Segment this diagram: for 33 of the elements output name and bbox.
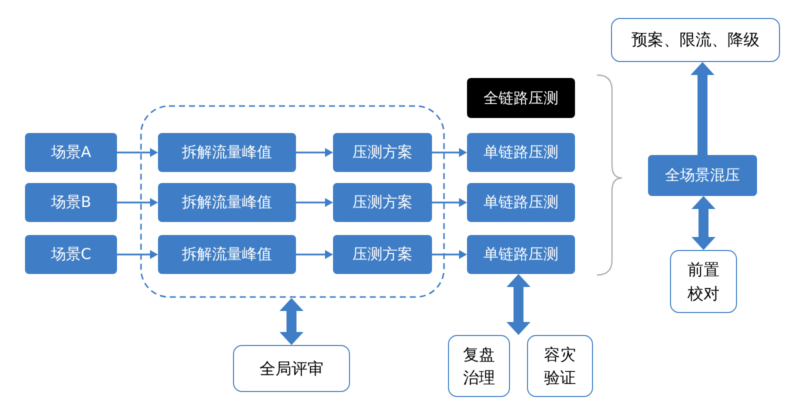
process-box: 压测方案 [333, 133, 432, 172]
arrow [432, 250, 467, 259]
process-box: 拆解流量峰值 [158, 133, 296, 172]
process-box: 单链路压测 [467, 133, 575, 172]
note-box: 前置校对 [670, 250, 737, 313]
arrow [117, 148, 158, 157]
process-box: 单链路压测 [467, 183, 575, 222]
process-box: 压测方案 [333, 183, 432, 222]
block-arrow [692, 196, 716, 250]
note-box: 容灾验证 [527, 335, 593, 397]
arrow [296, 198, 333, 207]
note-box: 全局评审 [233, 345, 350, 392]
process-box: 拆解流量峰值 [158, 183, 296, 222]
dashed-group [140, 105, 445, 298]
process-box: 场景A [25, 133, 117, 172]
note-box: 复盘治理 [448, 335, 510, 397]
process-box: 全场景混压 [648, 155, 757, 196]
process-box: 拆解流量峰值 [158, 235, 296, 274]
note-box: 预案、限流、降级 [611, 18, 780, 62]
arrow [117, 198, 158, 207]
arrow [296, 148, 333, 157]
process-box: 单链路压测 [467, 235, 575, 274]
arrow [432, 148, 467, 157]
block-arrow [280, 298, 304, 345]
arrow [432, 198, 467, 207]
process-box: 场景C [25, 235, 117, 274]
process-box: 压测方案 [333, 235, 432, 274]
arrow [117, 250, 158, 259]
process-box: 场景B [25, 183, 117, 222]
block-arrow [690, 62, 714, 155]
block-arrow [506, 274, 530, 335]
highlight-box: 全链路压测 [467, 78, 575, 118]
arrow [296, 250, 333, 259]
